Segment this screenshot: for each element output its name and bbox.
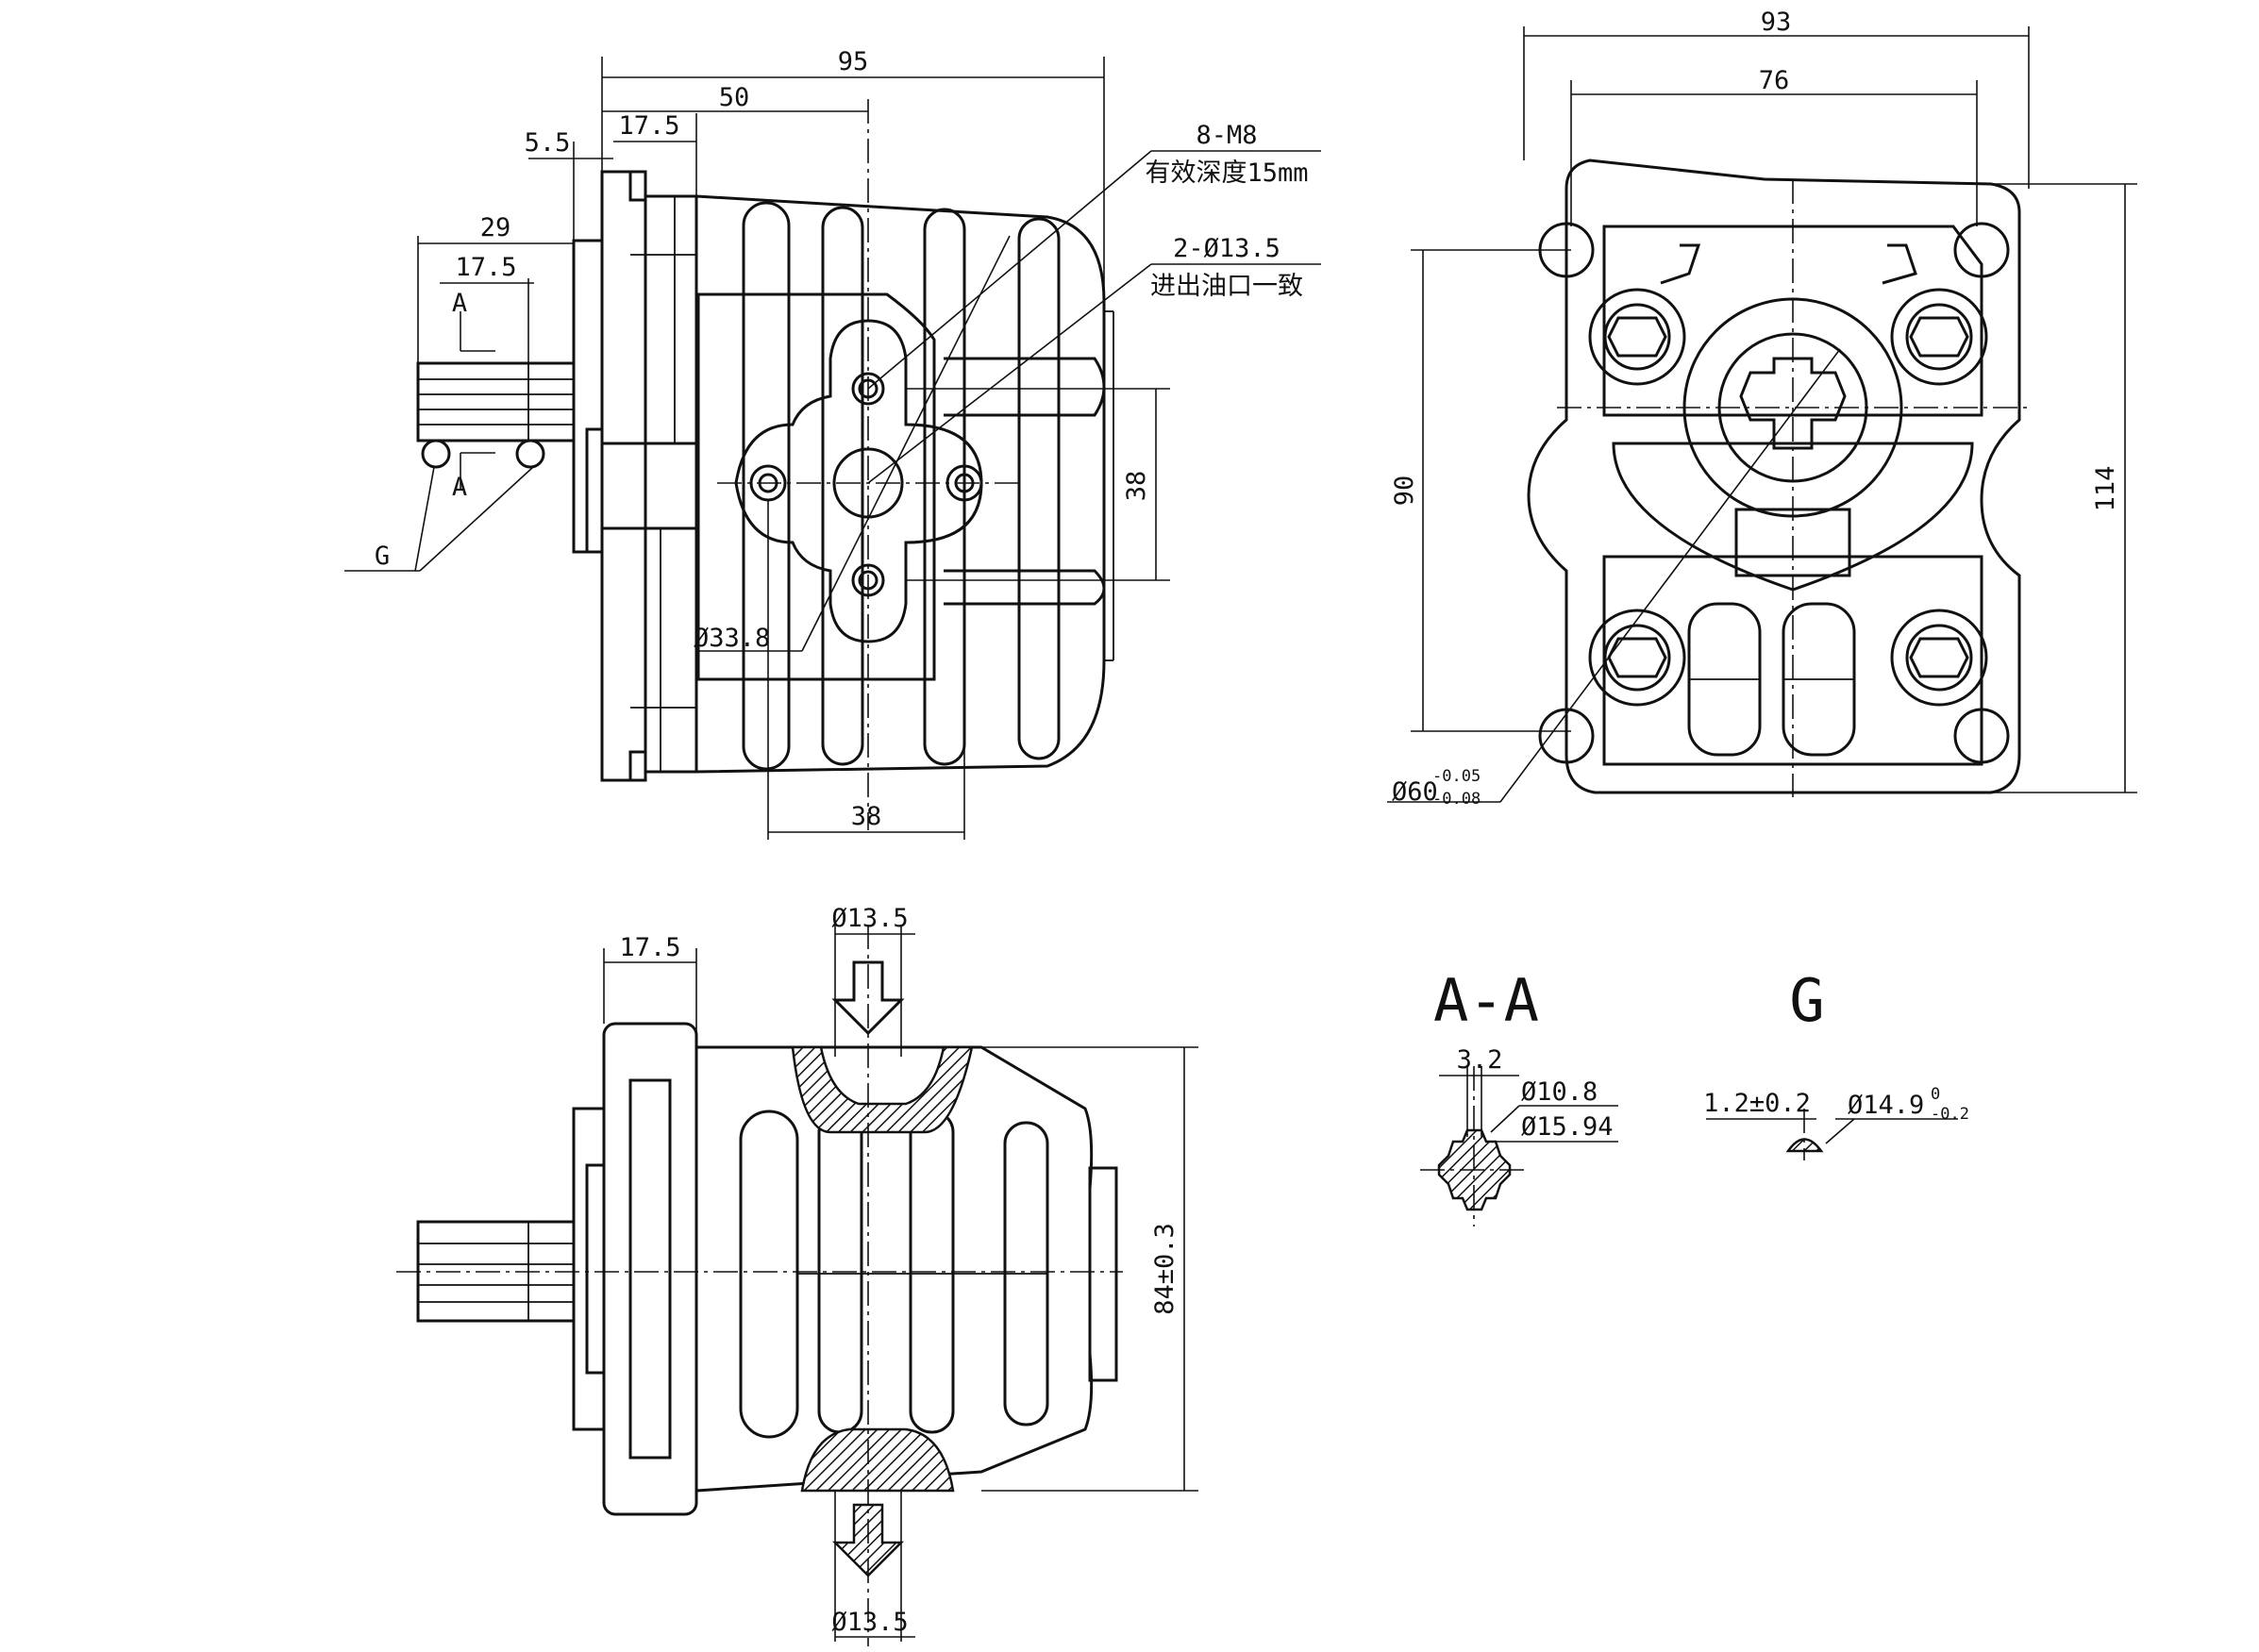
section-a-marker-top: A: [452, 289, 467, 318]
dim-3-2: 3.2: [1457, 1045, 1503, 1075]
inlet-port-hatch: [791, 1045, 974, 1134]
spline-shaft: [416, 361, 576, 469]
front-view-dimensions: 95 50 17.5 5.5 29 17.5 38 38: [344, 47, 1321, 840]
side-view: 17.5 Ø13.5 Ø13.5 84±0.3: [396, 904, 1198, 1646]
dim-114: 114: [2091, 466, 2120, 512]
gear-housing: [1557, 179, 2029, 797]
dim-60-tolerance-upper: -0.05: [1432, 767, 1481, 786]
note-bolt-holes-size: 8-M8: [1196, 121, 1257, 150]
dim-14-9: Ø14.9: [1848, 1091, 1924, 1120]
note-ports-size: 2-Ø13.5: [1173, 234, 1280, 263]
detail-g: G 1.2±0.2 Ø14.9 0 -0.2: [1703, 966, 1969, 1160]
bolt-heads: [1588, 288, 1988, 707]
dim-84: 84±0.3: [1150, 1223, 1180, 1315]
dim-33-8: Ø33.8: [694, 624, 770, 653]
dim-29: 29: [480, 213, 511, 242]
note-ports-same: 进出油口一致: [1150, 272, 1303, 301]
dim-14-9-tolerance-upper: 0: [1931, 1085, 1940, 1104]
dim-17-5-spline: 17.5: [455, 253, 516, 282]
dim-38-vertical: 38: [1122, 471, 1151, 502]
dim-76: 76: [1759, 66, 1790, 95]
dim-60-diameter: Ø60: [1392, 777, 1438, 807]
detail-g-title: G: [1789, 966, 1824, 1035]
section-aa: A-A 3.2 Ø10.8 Ø15.94: [1420, 966, 1618, 1226]
dim-90: 90: [1390, 476, 1419, 507]
dim-95: 95: [838, 47, 869, 76]
inlet-arrow-icon: [831, 960, 905, 1036]
section-a-marker-bottom: A: [452, 473, 467, 502]
dim-5-5: 5.5: [525, 128, 571, 158]
outlet-port-hatch: [800, 1427, 955, 1493]
front-view: 95 50 17.5 5.5 29 17.5 38 38: [344, 47, 1321, 840]
dim-1-2: 1.2±0.2: [1703, 1089, 1811, 1118]
dim-14-9-tolerance-lower: -0.2: [1931, 1105, 1969, 1124]
dim-60-tolerance-lower: -0.08: [1432, 790, 1481, 809]
dim-93: 93: [1761, 8, 1792, 37]
port-top-diameter: Ø13.5: [831, 904, 908, 933]
port-bottom-diameter: Ø13.5: [831, 1608, 908, 1637]
dim-15-94: Ø15.94: [1521, 1112, 1614, 1142]
detail-g-dimensions: 1.2±0.2 Ø14.9 0 -0.2: [1703, 1085, 1969, 1144]
pump-body: [694, 99, 1114, 830]
side-view-dimensions: 17.5 Ø13.5 Ø13.5 84±0.3: [603, 904, 1198, 1642]
detail-g-marker: G: [375, 542, 390, 571]
mounting-flange: [572, 170, 698, 782]
end-view: 93 76 90 114 Ø60 -0.05 -0.08: [1387, 8, 2137, 809]
note-bolt-holes-depth: 有效深度15mm: [1145, 159, 1308, 188]
end-view-dimensions: 93 76 90 114 Ø60 -0.05 -0.08: [1387, 8, 2137, 809]
dim-10-8: Ø10.8: [1521, 1077, 1598, 1107]
circlip-groove: [1785, 1138, 1824, 1153]
section-aa-dimensions: 3.2 Ø10.8 Ø15.94: [1439, 1045, 1618, 1143]
dim-17-5: 17.5: [618, 111, 679, 141]
side-dim-17-5: 17.5: [619, 933, 680, 962]
dim-50: 50: [719, 83, 750, 112]
section-aa-title: A-A: [1433, 966, 1539, 1035]
dim-38-horizontal: 38: [851, 802, 882, 831]
